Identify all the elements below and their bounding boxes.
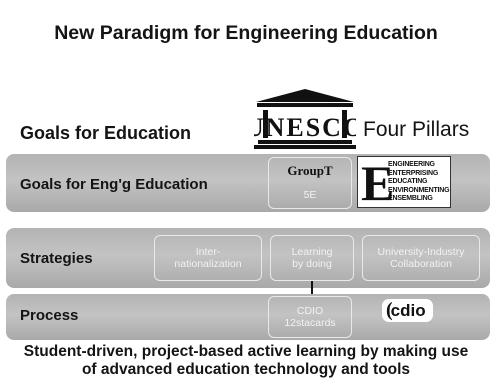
groupt-5e-box: 5E	[268, 157, 352, 209]
footer-line-2: of advanced education technology and too…	[81, 361, 411, 378]
unesco-logo-text: UNESCO	[254, 113, 356, 142]
e-item: EDUCATING	[388, 178, 428, 185]
strategy-line: Collaboration	[390, 258, 452, 270]
strategy-line: University-Industry	[377, 246, 465, 258]
unesco-logo: UNESCO	[254, 89, 356, 149]
cdio-box-line: 12stacards	[284, 317, 336, 329]
cdio-logo: (cdio	[382, 299, 433, 322]
footer-line-1: Student-driven, project-based active lea…	[23, 343, 469, 360]
process-label: Process	[20, 307, 79, 324]
strategy-line: nationalization	[174, 258, 242, 270]
groupt-5e-label: 5E	[303, 189, 317, 201]
e-item: ENSEMBLING	[388, 195, 433, 202]
five-e-list: E ENGINEERING ENTERPRISING EDUCATING ENV…	[357, 156, 451, 208]
four-pillars-label: Four Pillars	[363, 118, 470, 141]
e-item: ENTERPRISING	[388, 169, 439, 177]
cdio-box-line: CDIO	[296, 305, 324, 317]
strategy-box-learning-by-doing: Learning by doing	[270, 235, 354, 281]
strategy-box-university-industry: University-Industry Collaboration	[362, 235, 480, 281]
strategies-label: Strategies	[20, 250, 93, 267]
cdio-standards-box: CDIO 12stacards	[268, 296, 352, 338]
strategy-box-internationalization: Inter- nationalization	[154, 235, 262, 281]
groupt-logo: GroupT	[287, 163, 333, 178]
goals-eng-label: Goals for Eng'g Education	[20, 176, 208, 193]
e-letter: E	[361, 155, 395, 211]
goals-for-education-label: Goals for Education	[20, 123, 192, 143]
cdio-swoosh-icon: (	[386, 299, 393, 321]
strategy-line: Learning	[291, 246, 333, 258]
connector-line	[311, 281, 313, 295]
strategy-line: by doing	[292, 258, 332, 270]
cdio-logo-text: cdio	[390, 301, 426, 320]
footer-statement: Student-driven, project-based active lea…	[0, 343, 492, 379]
e-item: ENVIRONMENTING	[388, 186, 450, 194]
strategy-line: Inter-	[195, 246, 221, 258]
e-item: ENGINEERING	[388, 161, 435, 168]
five-e-items: ENGINEERING ENTERPRISING EDUCATING ENVIR…	[388, 161, 450, 204]
strategies-band: Strategies	[6, 228, 490, 288]
diagram-title: New Paradigm for Engineering Education	[54, 22, 438, 44]
